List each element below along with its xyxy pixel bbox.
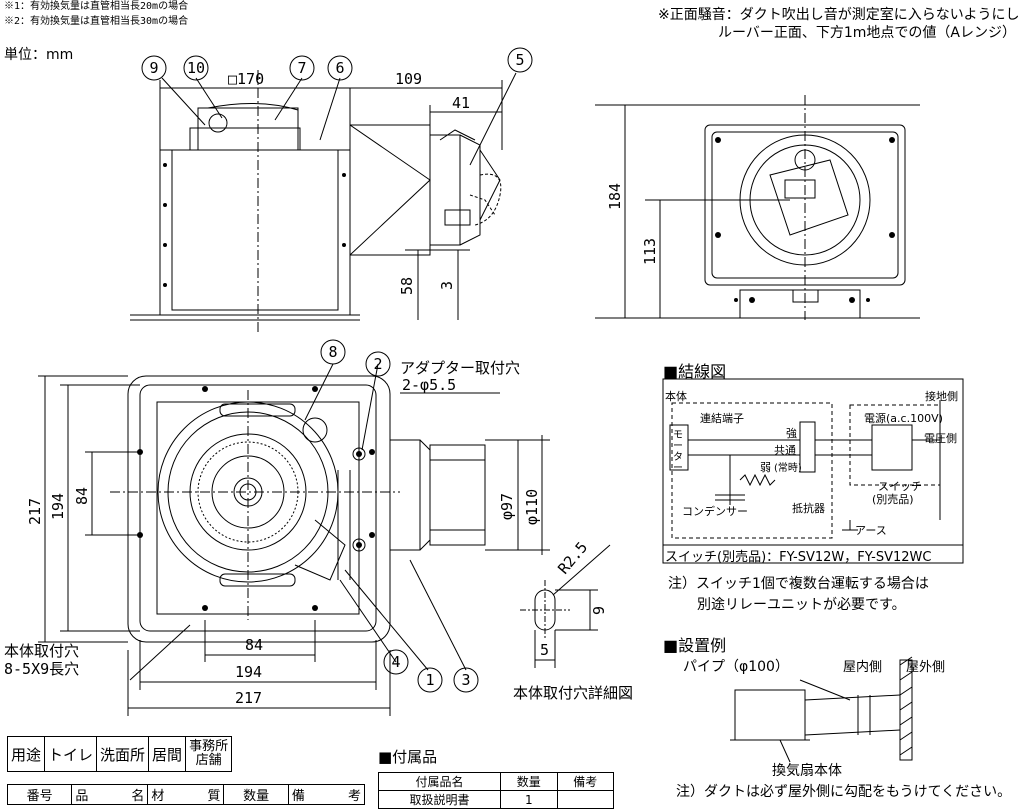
balloon-4: 4 bbox=[391, 653, 400, 671]
balloon-5: 5 bbox=[515, 51, 524, 69]
wiring-resistor: 抵抗器 bbox=[792, 502, 825, 515]
dim-84-horizontal: 84 bbox=[245, 636, 263, 654]
dim-113: 113 bbox=[641, 238, 659, 265]
wiring-strong: 強 bbox=[786, 427, 797, 440]
bottom-view bbox=[38, 363, 550, 716]
note-2: ※2：有効換気量は直管相当長30mの場合 bbox=[4, 16, 189, 27]
wiring-weak: 弱 bbox=[760, 461, 771, 474]
dim-109: 109 bbox=[395, 70, 422, 88]
install-duct-note: 注）ダクトは必ず屋外側に勾配をもうけてください。 bbox=[676, 784, 1012, 800]
parts-header: 品 bbox=[71, 784, 110, 805]
accessory-header: 備考 bbox=[556, 772, 614, 791]
wiring-motor: モーター bbox=[673, 430, 683, 474]
adapter-hole-label: アダプター取付穴 bbox=[400, 359, 521, 377]
dim-84-vertical: 84 bbox=[73, 487, 91, 505]
mount-hole-spec: 8-5X9長穴 bbox=[4, 660, 80, 678]
parts-header: 番号 bbox=[6, 784, 73, 805]
front-noise-note-1: ※正面騒音：ダクト吹出し音が測定室に入らないようにし bbox=[658, 7, 1020, 23]
wiring-note-2: 別途リレーユニットが必要です。 bbox=[697, 597, 906, 613]
dim-194-horizontal: 194 bbox=[235, 663, 262, 681]
wiring-power: 電源(a.c.100V) bbox=[864, 412, 943, 425]
install-example bbox=[730, 656, 913, 763]
balloon-3: 3 bbox=[461, 671, 470, 689]
use-cell: 居間 bbox=[148, 736, 187, 772]
dim-phi-110: φ110 bbox=[523, 489, 541, 525]
balloon-9: 9 bbox=[149, 59, 158, 77]
dim-184: 184 bbox=[606, 183, 624, 210]
dim-9: 9 bbox=[590, 606, 608, 615]
wiring-switch-optional: (別売品) bbox=[872, 493, 914, 506]
dim-194-vertical: 194 bbox=[49, 493, 67, 520]
balloon-1: 1 bbox=[425, 671, 434, 689]
parts-header: 名 bbox=[109, 784, 149, 805]
accessory-header: 付属品名 bbox=[377, 772, 502, 791]
parts-table: 番号 品 名 材 質 数量 備 考 bbox=[6, 784, 366, 805]
wiring-diagram bbox=[662, 378, 964, 564]
dim-3: 3 bbox=[438, 281, 456, 290]
use-cell: 事務所 店舗 bbox=[185, 736, 233, 772]
install-heading: ■設置例 bbox=[663, 636, 727, 655]
install-fan-body: 換気扇本体 bbox=[772, 763, 842, 779]
side-balloons bbox=[141, 47, 533, 81]
install-outdoor: 屋外側 bbox=[906, 660, 946, 675]
wiring-heading: ■結線図 bbox=[663, 362, 727, 381]
wiring-voltage-side: 電圧側 bbox=[924, 432, 957, 445]
dim-217-vertical: 217 bbox=[26, 498, 44, 525]
balloon-2: 2 bbox=[373, 355, 382, 373]
dim-58: 58 bbox=[398, 277, 416, 295]
wiring-ground-side: 接地側 bbox=[925, 390, 958, 403]
use-cell: トイレ bbox=[44, 736, 98, 772]
parts-header: 質 bbox=[185, 784, 225, 805]
use-cell: 用途 bbox=[6, 736, 46, 772]
dim-5: 5 bbox=[540, 641, 549, 659]
dim-r25: R2.5 bbox=[554, 538, 591, 577]
side-view bbox=[130, 70, 517, 335]
slot-detail-caption: 本体取付穴詳細図 bbox=[513, 684, 634, 702]
balloon-8: 8 bbox=[328, 343, 337, 361]
use-cell: 洗面所 bbox=[96, 736, 150, 772]
accessory-header: 数量 bbox=[500, 772, 558, 791]
wiring-body: 本体 bbox=[665, 390, 687, 403]
balloon-6: 6 bbox=[335, 59, 344, 77]
install-indoor: 屋内側 bbox=[843, 660, 883, 675]
dim-41: 41 bbox=[452, 94, 470, 112]
unit-label: 単位：mm bbox=[4, 47, 74, 63]
front-view bbox=[595, 95, 920, 320]
note-1: ※1：有効換気量は直管相当長20mの場合 bbox=[4, 1, 189, 12]
wiring-earth: アース bbox=[855, 524, 887, 537]
front-noise-note-2: ルーバー正面、下方1m地点での値（Aレンジ） bbox=[718, 25, 1016, 41]
dim-phi-97: φ97 bbox=[498, 493, 516, 520]
parts-header: 備 bbox=[287, 784, 327, 805]
accessory-heading: ■付属品 bbox=[378, 748, 438, 766]
adapter-hole-spec: 2-φ5.5 bbox=[402, 376, 457, 394]
dim-square-170: □170 bbox=[228, 70, 264, 88]
accessory-table: 付属品名 数量 備考 取扱説明書 1 bbox=[377, 772, 614, 809]
bottom-balloons bbox=[320, 339, 479, 693]
parts-header: 材 bbox=[147, 784, 186, 805]
parts-header: 数量 bbox=[223, 784, 289, 805]
wiring-terminal: 連結端子 bbox=[700, 412, 744, 425]
parts-header: 考 bbox=[326, 784, 366, 805]
wiring-always: (常時) bbox=[774, 463, 802, 474]
slot-detail bbox=[520, 544, 611, 668]
wiring-capacitor: コンデンサー bbox=[682, 505, 748, 518]
mount-hole-label: 本体取付穴 bbox=[4, 642, 80, 660]
wiring-note-1: 注）スイッチ1個で複数台運転する場合は bbox=[668, 576, 929, 592]
wiring-switch-models: スイッチ(別売品)：FY-SV12W，FY-SV12WC bbox=[665, 550, 932, 565]
wiring-common: 共通 bbox=[774, 444, 796, 457]
wiring-switch: スイッチ bbox=[878, 480, 922, 493]
balloon-7: 7 bbox=[297, 59, 306, 77]
install-pipe: パイプ（φ100） bbox=[683, 659, 789, 675]
dim-217-horizontal: 217 bbox=[235, 689, 262, 707]
use-table: 用途 トイレ 洗面所 居間 事務所 店舗 bbox=[6, 736, 233, 772]
balloon-10: 10 bbox=[187, 59, 205, 77]
